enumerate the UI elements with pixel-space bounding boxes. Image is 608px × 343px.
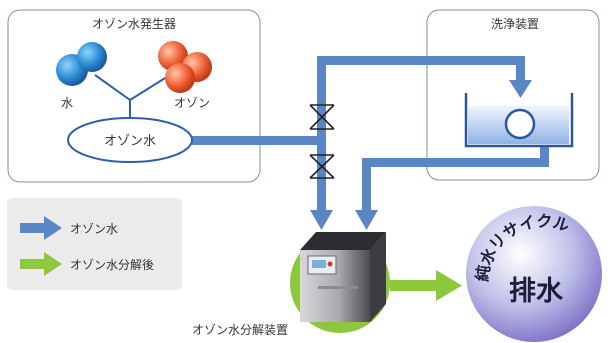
legend-arrow-blue-icon bbox=[20, 216, 62, 240]
wash-tank bbox=[464, 93, 574, 148]
tank-label: オゾン水 bbox=[104, 134, 156, 149]
legend-arrow-green-icon bbox=[20, 252, 62, 276]
ozone-molecule-icon bbox=[158, 41, 212, 93]
legend-label-decomposed: オゾン水分解後 bbox=[70, 258, 154, 272]
valve-icon bbox=[309, 104, 335, 130]
arrow-to-washer bbox=[509, 80, 532, 98]
decomposer-machine-icon bbox=[300, 232, 386, 322]
washer-title: 洗浄装置 bbox=[491, 17, 539, 31]
ozone-water-pipe bbox=[192, 56, 549, 212]
legend-label-ozone-water: オゾン水 bbox=[70, 222, 118, 236]
device-label: オゾン水分解装置 bbox=[192, 323, 288, 337]
water-molecule-icon bbox=[56, 42, 107, 86]
arrow-to-device-2 bbox=[355, 210, 378, 230]
generator-title: オゾン水発生器 bbox=[92, 17, 176, 31]
recycle-main-text: 排水 bbox=[509, 276, 564, 307]
molecule-connector bbox=[94, 74, 171, 118]
water-label: 水 bbox=[61, 96, 73, 110]
ozone-water-tank: オゾン水 bbox=[67, 117, 193, 163]
valve-icon bbox=[309, 154, 335, 179]
legend: オゾン水 オゾン水分解後 bbox=[7, 198, 182, 290]
recycle-sphere: 純水リサイクル 排水 bbox=[466, 206, 602, 342]
ozone-label: オゾン bbox=[174, 96, 210, 110]
arrow-to-device-1 bbox=[310, 210, 333, 230]
decomposition-device: オゾン水分解装置 bbox=[192, 232, 390, 337]
arrow-to-recycle bbox=[390, 270, 462, 301]
